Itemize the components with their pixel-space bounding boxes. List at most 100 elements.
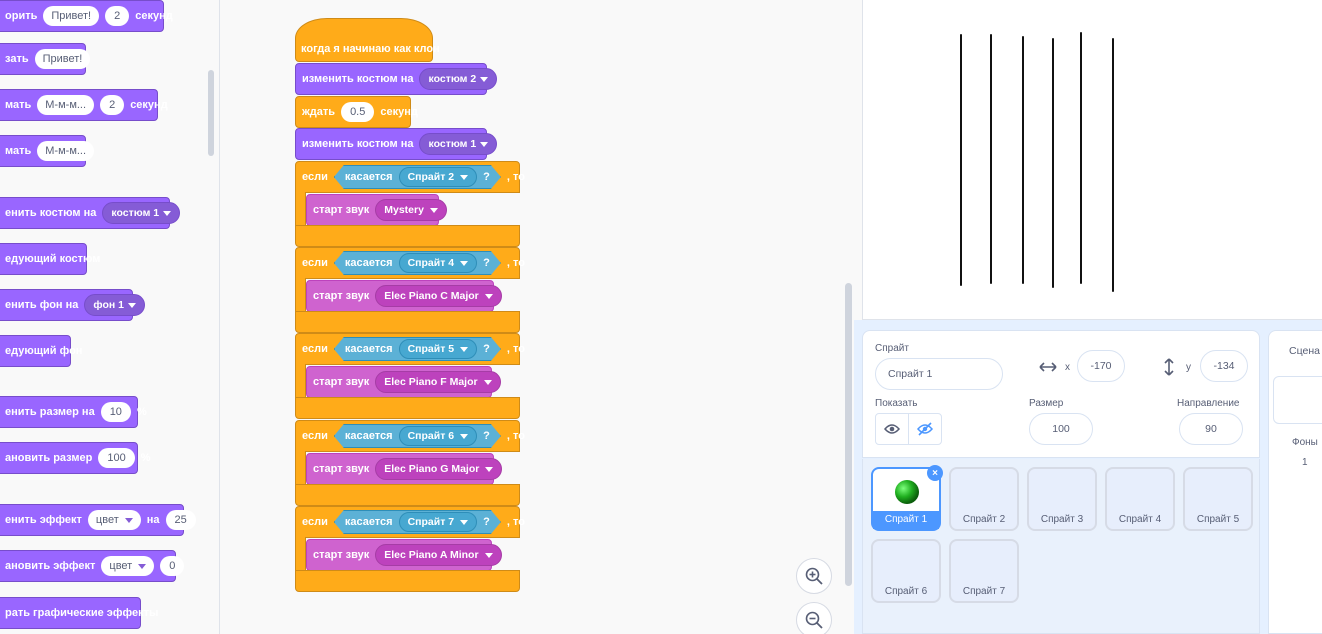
secs-input[interactable]: 2 — [100, 95, 125, 115]
block-label: старт звук — [313, 463, 370, 475]
sound-dropdown[interactable]: Mystery — [375, 199, 447, 221]
sprite-tile[interactable]: × Спрайт 1 — [871, 465, 943, 531]
stage-selector[interactable]: Сцена Фоны 1 — [1268, 330, 1322, 634]
sprite-tile[interactable]: Спрайт 5 — [1183, 467, 1253, 531]
effect-dropdown[interactable]: цвет — [101, 556, 155, 576]
x-input[interactable]: -170 — [1077, 350, 1125, 382]
if-foot — [295, 225, 520, 247]
touching-sensor[interactable]: касается Спрайт 4 ? — [334, 251, 501, 275]
effect-dropdown[interactable]: цвет — [87, 510, 141, 530]
block-label: , то — [506, 430, 525, 442]
switch-costume-block[interactable]: енить костюм на костюм 1 — [0, 197, 181, 229]
stage-canvas[interactable] — [862, 0, 1322, 320]
sound-dropdown[interactable]: Elec Piano C Major — [375, 285, 502, 307]
sprite-tile[interactable]: Спрайт 3 — [1027, 467, 1097, 531]
think-text-input[interactable]: М-м-м... — [37, 141, 95, 161]
switch-costume-block[interactable]: изменить костюм на костюм 2 — [295, 63, 498, 95]
touching-sensor[interactable]: касается Спрайт 6 ? — [334, 424, 501, 448]
block-label: ановить размер — [5, 452, 93, 464]
zoom-in-icon — [805, 567, 823, 585]
block-label: % — [140, 452, 151, 464]
think-for-secs-block[interactable]: мать М-м-м... 2 секунд — [0, 89, 168, 121]
sprite-dropdown[interactable]: Спрайт 5 — [399, 339, 478, 359]
think-block[interactable]: мать М-м-м... — [0, 135, 95, 167]
show-sprite-toggle[interactable] — [875, 413, 909, 445]
sound-dropdown[interactable]: Elec Piano F Major — [375, 371, 501, 393]
say-for-secs-block[interactable]: орить Привет! 2 секунд — [0, 0, 173, 32]
start-sound-block[interactable]: старт звук Elec Piano A Minor — [306, 539, 502, 571]
wait-seconds-input[interactable]: 0.5 — [341, 102, 375, 122]
if-block[interactable]: если касается Спрайт 6 ? , то — [295, 420, 525, 452]
block-label: касается — [344, 516, 393, 528]
stage-string-line — [990, 34, 992, 284]
sound-dropdown[interactable]: Elec Piano G Major — [375, 458, 503, 480]
next-backdrop-block[interactable]: едующий фон — [0, 335, 82, 367]
size-input[interactable]: 100 — [98, 448, 135, 468]
start-sound-block[interactable]: старт звук Mystery — [306, 194, 447, 226]
switch-backdrop-block[interactable]: енить фон на фон 1 — [0, 289, 145, 321]
start-sound-block[interactable]: старт звук Elec Piano G Major — [306, 453, 503, 485]
clear-effects-block[interactable]: рать графические эффекты — [0, 597, 158, 629]
direction-input[interactable]: 90 — [1179, 413, 1243, 445]
size-input[interactable]: 10 — [100, 402, 131, 422]
caret-down-icon — [484, 552, 493, 558]
effect-value-input[interactable]: 25 — [165, 510, 196, 530]
y-input[interactable]: -134 — [1200, 350, 1248, 382]
secs-input[interactable]: 2 — [105, 6, 130, 26]
sprite-name-input[interactable]: Спрайт 1 — [875, 358, 1003, 390]
backdrop-dropdown[interactable]: фон 1 — [84, 294, 145, 316]
sprite-dropdown[interactable]: Спрайт 4 — [399, 253, 478, 273]
think-text-input[interactable]: М-м-м... — [37, 95, 95, 115]
block-label: касается — [344, 171, 393, 183]
hide-sprite-toggle[interactable] — [908, 413, 942, 445]
sprite-tile[interactable]: Спрайт 2 — [949, 467, 1019, 531]
if-block[interactable]: если касается Спрайт 4 ? , то — [295, 247, 525, 279]
sound-dropdown[interactable]: Elec Piano A Minor — [375, 544, 502, 566]
say-text-input[interactable]: Привет! — [34, 49, 91, 69]
dropdown-value: Спрайт 5 — [407, 343, 455, 355]
sprite-tile[interactable]: Спрайт 7 — [949, 539, 1019, 603]
when-clone-hat-block[interactable] — [295, 18, 433, 62]
touching-sensor[interactable]: касается Спрайт 7 ? — [334, 510, 501, 534]
sprite-tile[interactable]: Спрайт 6 — [871, 539, 941, 603]
costume-dropdown[interactable]: костюм 1 — [102, 202, 181, 224]
zoom-out-button[interactable] — [796, 602, 832, 634]
sprite-tile-label: Спрайт 1 — [873, 511, 939, 529]
effect-value-input[interactable]: 0 — [160, 556, 185, 576]
wait-block[interactable]: ждать 0.5 секунд — [295, 96, 418, 128]
set-size-block[interactable]: ановить размер 100 % — [0, 442, 151, 474]
sprite-tile[interactable]: Спрайт 4 — [1105, 467, 1175, 531]
change-effect-block[interactable]: енить эффект цвет на 25 — [0, 504, 196, 536]
eye-hidden-icon — [917, 422, 933, 436]
sprite-dropdown[interactable]: Спрайт 6 — [399, 426, 478, 446]
touching-sensor[interactable]: касается Спрайт 5 ? — [334, 337, 501, 361]
change-size-block[interactable]: енить размер на 10 % — [0, 396, 147, 428]
stage-thumbnail[interactable] — [1273, 376, 1322, 424]
switch-costume-block[interactable]: изменить костюм на костюм 1 — [295, 128, 498, 160]
touching-sensor[interactable]: касается Спрайт 2 ? — [334, 165, 501, 189]
block-label: , то — [506, 257, 525, 269]
dropdown-value: Спрайт 7 — [407, 516, 455, 528]
delete-sprite-icon[interactable]: × — [927, 465, 943, 481]
set-effect-block[interactable]: ановить эффект цвет 0 — [0, 550, 185, 582]
next-costume-block[interactable]: едующий костюм — [0, 243, 100, 275]
if-block[interactable]: если касается Спрайт 2 ? , то — [295, 161, 525, 193]
size-input[interactable]: 100 — [1029, 413, 1093, 445]
workspace-scrollbar[interactable] — [845, 283, 852, 586]
start-sound-block[interactable]: старт звук Elec Piano C Major — [306, 280, 502, 312]
sprite-dropdown[interactable]: Спрайт 7 — [399, 512, 478, 532]
sprite-dropdown[interactable]: Спрайт 2 — [399, 167, 478, 187]
palette-scrollbar[interactable] — [208, 70, 214, 156]
say-block[interactable]: зать Привет! — [0, 43, 91, 75]
start-sound-block[interactable]: старт звук Elec Piano F Major — [306, 366, 501, 398]
stage-string-line — [1022, 36, 1024, 284]
dropdown-value: Спрайт 4 — [407, 257, 455, 269]
dropdown-value: цвет — [109, 560, 133, 572]
if-block[interactable]: если касается Спрайт 7 ? , то — [295, 506, 525, 538]
zoom-in-button[interactable] — [796, 558, 832, 594]
costume-dropdown[interactable]: костюм 1 — [419, 133, 498, 155]
caret-down-icon — [484, 293, 493, 299]
say-text-input[interactable]: Привет! — [43, 6, 100, 26]
if-block[interactable]: если касается Спрайт 5 ? , то — [295, 333, 525, 365]
costume-dropdown[interactable]: костюм 2 — [419, 68, 498, 90]
